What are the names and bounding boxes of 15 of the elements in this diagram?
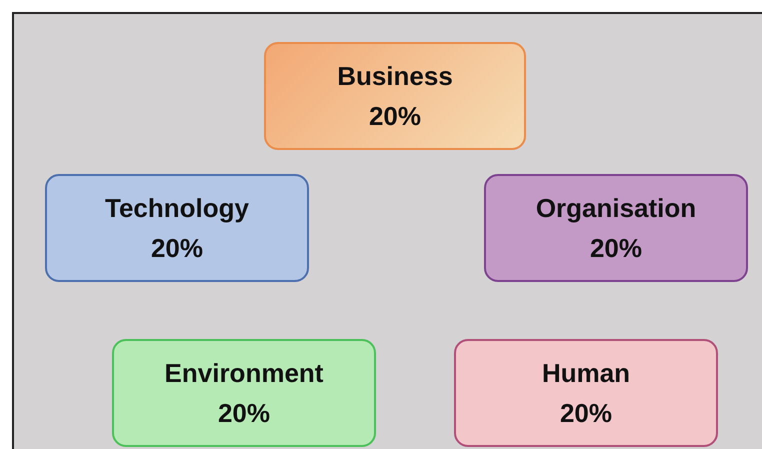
percentage-value: 20% — [368, 100, 422, 133]
category-name: Human — [542, 357, 630, 390]
category-box — [484, 174, 748, 282]
category-name: Business — [337, 60, 453, 93]
percentage-value: 20% — [560, 397, 612, 430]
category-name: Environment — [164, 357, 324, 390]
category-box — [454, 339, 718, 447]
category-box — [45, 174, 309, 282]
percentage-value: 20% — [218, 397, 270, 430]
category-box — [264, 42, 526, 150]
percentage-value: 20% — [150, 232, 204, 265]
category-name: Technology — [105, 192, 249, 225]
category-name: Organisation — [536, 192, 696, 225]
category-box — [112, 339, 376, 447]
percentage-value: 20% — [590, 232, 642, 265]
